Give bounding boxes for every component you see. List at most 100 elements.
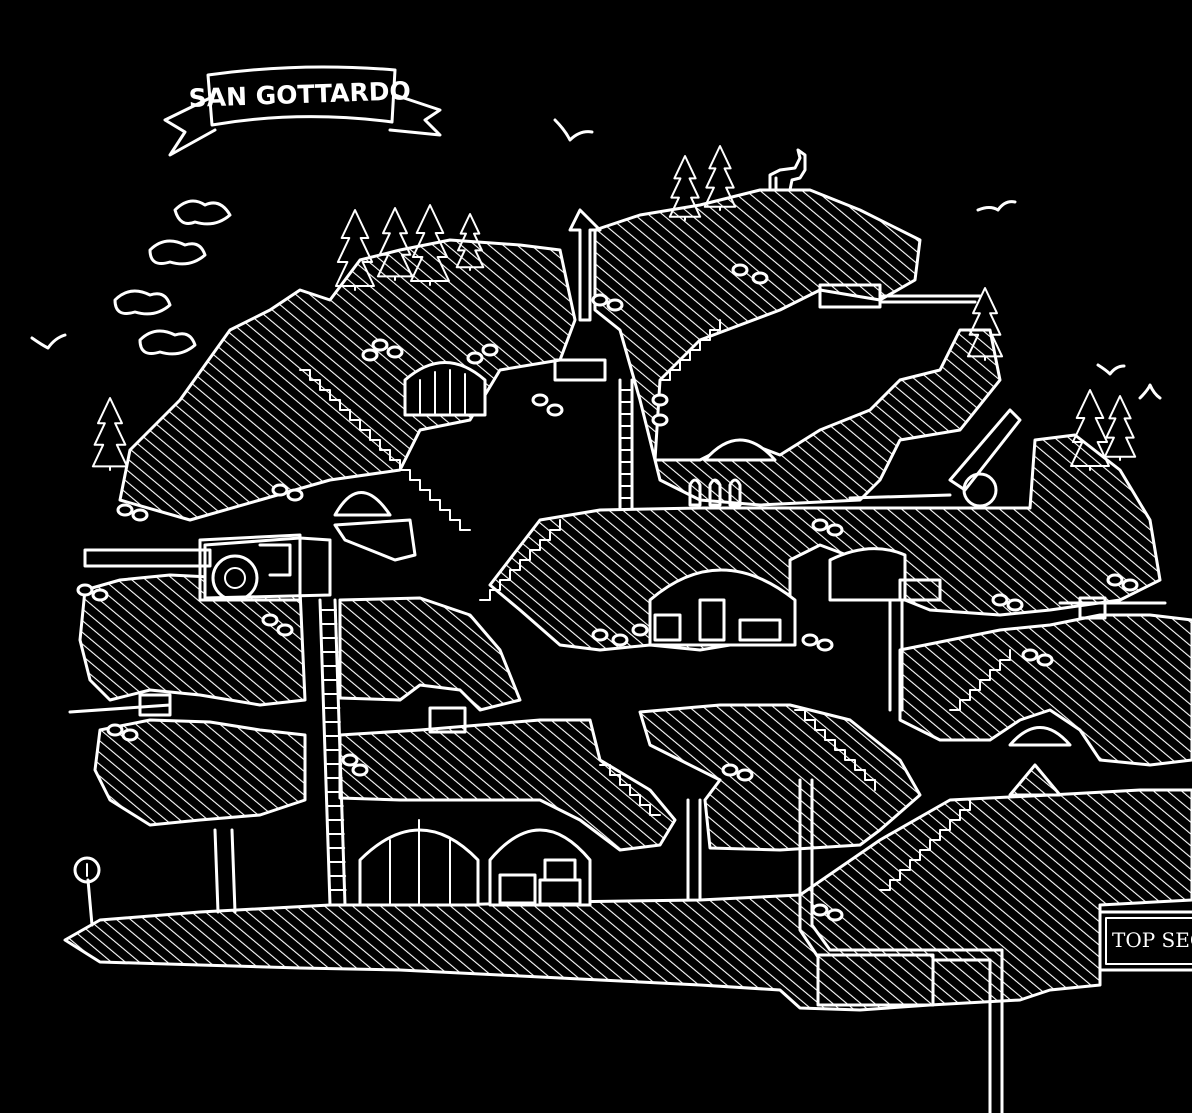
banner-right-tail	[388, 93, 442, 137]
vent-chimney	[568, 208, 602, 322]
pine-tree-icon	[1103, 395, 1137, 461]
small-arch-upper-left	[333, 491, 392, 517]
boulder-icon	[651, 413, 669, 427]
round-road-sign-icon	[73, 856, 101, 927]
crate	[428, 706, 467, 734]
pillar-a	[213, 828, 220, 914]
boulder-icon	[361, 348, 379, 362]
boulder-icon	[1021, 648, 1039, 662]
boulder-icon	[991, 593, 1009, 607]
pine-tree-icon	[1070, 389, 1110, 471]
dining-gallery	[828, 547, 907, 602]
rock-lower-middle	[638, 703, 922, 852]
boulder-icon	[826, 523, 844, 537]
pine-tree-icon	[455, 213, 485, 271]
boulder-icon	[531, 393, 549, 407]
boulder-icon	[816, 638, 834, 652]
smoke-puffs	[113, 199, 232, 356]
cannon-icon	[333, 518, 417, 562]
left-gun-cave	[203, 536, 332, 600]
stair-lower-right	[879, 799, 971, 891]
banner-scroll	[206, 65, 397, 127]
crate	[898, 578, 942, 602]
artillery	[68, 283, 1167, 717]
cannon-icon	[848, 408, 1022, 508]
pine-tree-icon	[91, 397, 129, 471]
boulder-icon	[286, 488, 304, 502]
right-arch-mid	[703, 438, 777, 462]
boulder-icon	[1006, 598, 1024, 612]
bird-icon	[30, 333, 67, 350]
cannon-icon	[83, 533, 302, 602]
right-lower-arch	[1008, 726, 1072, 747]
boulder-icon	[351, 763, 369, 777]
boulder-icon	[271, 483, 289, 497]
boulder-icon	[106, 723, 124, 737]
boulder-icon	[631, 623, 649, 637]
cabinet	[698, 598, 726, 642]
boulder-icon	[116, 503, 134, 517]
stair-lower-middle	[794, 709, 876, 791]
ladder-center-rungs	[619, 389, 633, 499]
pine-tree-icon	[335, 209, 375, 291]
shafts-and-ladders	[213, 208, 1004, 1113]
stair-right-band	[949, 649, 1011, 711]
boulder-icon	[1121, 578, 1139, 592]
top-secret-sign: TOP SEC	[1098, 910, 1192, 972]
rock-right-band	[898, 613, 1192, 767]
rock-center-left	[338, 596, 522, 712]
cannon-icon	[1058, 596, 1167, 620]
boulder-icon	[481, 343, 499, 357]
rock-left-middle	[78, 573, 307, 707]
boulders	[76, 263, 1139, 922]
pine-tree-icon	[410, 204, 450, 286]
bird-icon	[1096, 363, 1126, 376]
artillery-shells	[688, 478, 742, 507]
boulder-icon	[91, 588, 109, 602]
boulder-icon	[826, 908, 844, 922]
boulder-icon	[1036, 653, 1054, 667]
boulder-icon	[261, 613, 279, 627]
boulder-icon	[131, 508, 149, 522]
sign-text: TOP SEC	[1112, 928, 1192, 952]
pine-tree-icon	[376, 207, 414, 281]
boulder-icon	[591, 628, 609, 642]
rock-lower-left	[93, 718, 307, 827]
banner-left-tail	[163, 96, 217, 157]
bird-icon	[976, 200, 1017, 212]
sign-board	[1098, 910, 1192, 972]
ladder-left-rungs	[320, 609, 347, 891]
forest	[91, 145, 1137, 471]
boulder-icon	[651, 393, 669, 407]
boulder-icon	[731, 263, 749, 277]
boulder-icon	[466, 351, 484, 365]
ladder-left-rail-a	[318, 598, 332, 907]
rock-lower-center	[338, 718, 677, 852]
boulder-icon	[811, 903, 829, 917]
boulder-icon	[721, 763, 739, 777]
grotto-arch	[403, 361, 487, 417]
boulder-icon	[1106, 573, 1124, 587]
boulder-icon	[371, 338, 389, 352]
stair-lower-center	[599, 764, 661, 816]
boulder-icon	[121, 728, 139, 742]
rock-upper-left	[118, 238, 577, 522]
boulder-icon	[801, 633, 819, 647]
crate-stack	[553, 358, 607, 382]
stair-center	[479, 519, 561, 601]
crate	[498, 873, 537, 905]
boulder-icon	[606, 298, 624, 312]
pine-tree-icon	[668, 155, 702, 221]
cannon-icon	[68, 693, 172, 717]
interior-details	[389, 358, 1062, 906]
pillar-b	[230, 828, 237, 914]
storage-gallery	[488, 828, 592, 907]
boulder-icon	[736, 768, 754, 782]
bunk-bed	[738, 618, 782, 642]
stair-upper-left	[299, 369, 471, 531]
stair-upper-right	[659, 319, 721, 381]
birds	[30, 118, 1162, 400]
bird-icon	[553, 118, 594, 142]
pine-tree-icon	[703, 145, 737, 211]
